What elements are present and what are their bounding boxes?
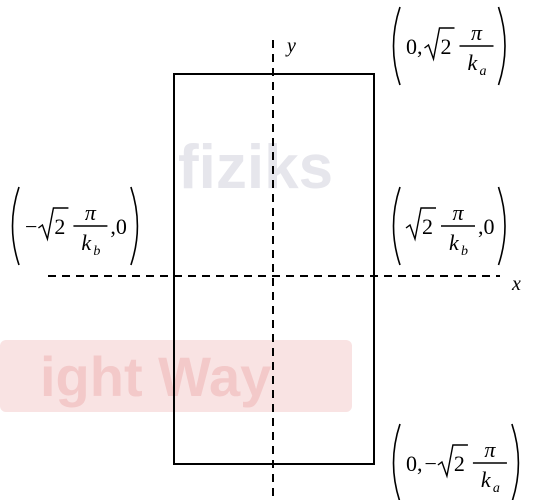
sqrt-radicand: 2 <box>54 214 65 239</box>
coord-lead: 0, <box>406 451 423 476</box>
sqrt-sign <box>38 207 69 242</box>
coord-trail: ,0 <box>110 214 127 239</box>
fraction-denominator: k <box>468 50 479 75</box>
right-paren <box>130 186 139 266</box>
denominator-subscript: b <box>93 244 100 259</box>
coord-trail: ,0 <box>478 214 495 239</box>
minus-sign: − <box>425 451 437 476</box>
denominator-subscript: a <box>493 481 500 496</box>
sqrt-sign <box>424 27 455 62</box>
right-paren <box>497 6 506 86</box>
watermark: fiziks ight Way <box>0 133 352 412</box>
sqrt-radicand: 2 <box>454 451 465 476</box>
left-paren <box>392 6 401 86</box>
sqrt-radicand: 2 <box>422 214 433 239</box>
sqrt-radicand: 2 <box>441 34 452 59</box>
watermark-banner <box>0 340 352 412</box>
sqrt-sign <box>405 207 436 242</box>
left-paren <box>11 186 20 266</box>
watermark-bottom-text: ight Way <box>40 345 271 408</box>
denominator-subscript: b <box>461 244 468 259</box>
right-paren <box>497 186 506 266</box>
fraction-denominator: k <box>481 467 492 492</box>
x-axis-label: x <box>511 273 521 295</box>
coord-lead: 0, <box>406 34 423 59</box>
denominator-subscript: a <box>480 64 487 79</box>
watermark-top-text: fiziks <box>178 133 333 202</box>
y-axis-label: y <box>285 35 296 57</box>
left-paren <box>392 423 401 500</box>
right-paren <box>511 423 520 500</box>
sqrt-sign <box>437 444 468 479</box>
fraction-denominator: k <box>449 230 460 255</box>
fraction-denominator: k <box>81 230 92 255</box>
fraction-numerator: π <box>85 200 97 225</box>
left-paren <box>392 186 401 266</box>
fraction-numerator: π <box>484 437 496 462</box>
minus-sign: − <box>25 214 37 239</box>
fraction-numerator: π <box>452 200 464 225</box>
fraction-numerator: π <box>471 20 483 45</box>
